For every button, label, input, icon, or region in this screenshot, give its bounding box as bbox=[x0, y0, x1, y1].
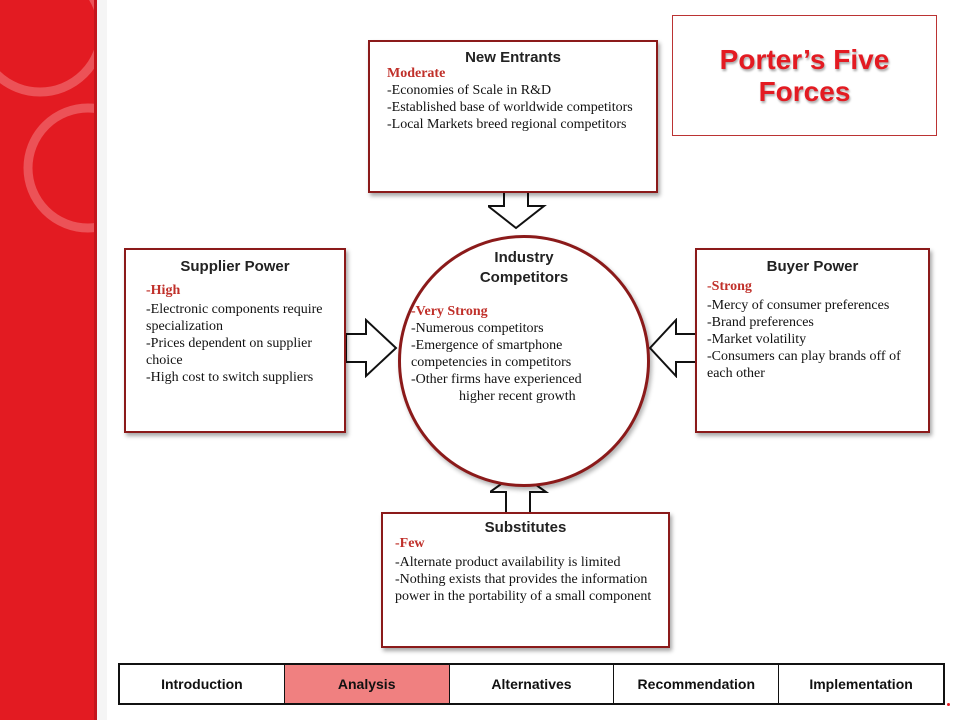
title-box: Porter’s Five Forces bbox=[672, 15, 937, 136]
substitutes-title: Substitutes bbox=[484, 519, 567, 536]
new-entrants-level: Moderate bbox=[387, 66, 446, 81]
substitutes-line: -Alternate product availability is limit… bbox=[395, 555, 621, 570]
buyer-power-line: -Market volatility bbox=[707, 332, 807, 347]
nav-tab-alternatives[interactable]: Alternatives bbox=[449, 665, 615, 703]
buyer-power-level: -Strong bbox=[707, 279, 752, 294]
new-entrants-box: New Entrants Moderate -Economies of Scal… bbox=[368, 40, 658, 193]
industry-competitors-title: Industry Competitors bbox=[479, 249, 569, 286]
buyer-power-box: Buyer Power -Strong -Mercy of consumer p… bbox=[695, 248, 930, 433]
section-nav: Introduction Analysis Alternatives Recom… bbox=[118, 663, 945, 705]
decorative-dot bbox=[947, 703, 950, 706]
supplier-power-box: Supplier Power -High -Electronic compone… bbox=[124, 248, 346, 433]
supplier-power-line: -Electronic components require specializ… bbox=[146, 302, 323, 334]
industry-competitors-line: higher recent growth bbox=[459, 389, 576, 404]
supplier-power-level: -High bbox=[146, 283, 181, 298]
nav-tab-analysis[interactable]: Analysis bbox=[284, 665, 450, 703]
substitutes-line: -Nothing exists that provides the inform… bbox=[395, 572, 652, 604]
right-arrow-icon bbox=[345, 318, 398, 378]
supplier-power-title: Supplier Power bbox=[180, 258, 290, 275]
substitutes-level: -Few bbox=[395, 536, 425, 551]
buyer-power-title: Buyer Power bbox=[766, 258, 859, 275]
buyer-power-line: -Consumers can play brands off of each o… bbox=[707, 349, 901, 381]
left-arrow-icon bbox=[648, 318, 697, 378]
industry-competitors-circle: Industry Competitors -Very Strong -Numer… bbox=[398, 235, 650, 487]
nav-tab-recommendation[interactable]: Recommendation bbox=[614, 665, 780, 703]
industry-competitors-line: -Emergence of smartphone competencies in… bbox=[411, 338, 572, 370]
decorative-rings bbox=[0, 0, 107, 720]
page-title: Porter’s Five Forces bbox=[719, 44, 890, 107]
decorative-sidebar bbox=[0, 0, 107, 720]
new-entrants-line: -Economies of Scale in R&D bbox=[387, 83, 552, 98]
buyer-power-line: -Mercy of consumer preferences bbox=[707, 298, 890, 313]
new-entrants-line: -Established base of worldwide competito… bbox=[387, 100, 633, 115]
buyer-power-line: -Brand preferences bbox=[707, 315, 814, 330]
supplier-power-line: -High cost to switch suppliers bbox=[146, 370, 314, 385]
industry-competitors-level: -Very Strong bbox=[411, 304, 488, 319]
substitutes-box: Substitutes -Few -Alternate product avai… bbox=[381, 512, 670, 648]
supplier-power-line: -Prices dependent on supplier choice bbox=[146, 336, 313, 368]
nav-tab-introduction[interactable]: Introduction bbox=[120, 665, 285, 703]
nav-tab-implementation[interactable]: Implementation bbox=[779, 665, 943, 703]
new-entrants-line: -Local Markets breed regional competitor… bbox=[387, 117, 627, 132]
new-entrants-title: New Entrants bbox=[465, 49, 561, 66]
industry-competitors-line: -Numerous competitors bbox=[411, 321, 544, 336]
industry-competitors-line: -Other firms have experienced bbox=[411, 372, 582, 387]
down-arrow-icon bbox=[488, 192, 547, 230]
